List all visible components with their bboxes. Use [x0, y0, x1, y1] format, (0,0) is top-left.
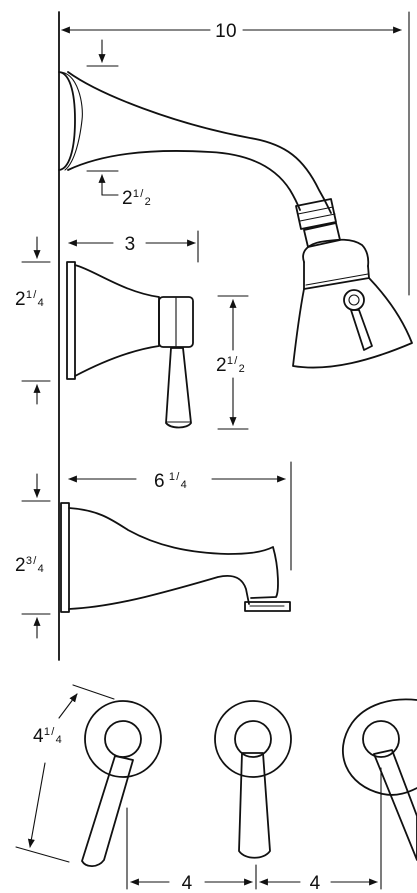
- shower-flange-inner: [58, 71, 83, 171]
- handle-right-lever: [373, 749, 417, 861]
- dim-shower-arm-height-label: 21/2: [122, 188, 151, 209]
- dim-lever-height-label: 21/2: [216, 355, 245, 376]
- handle-left-lever: [81, 755, 134, 868]
- handle-center-escutcheon: [214, 700, 292, 778]
- handle-right-escutcheon: [342, 698, 417, 796]
- shower-arm-bottom: [67, 150, 301, 211]
- shower-head-knob-outer: [343, 289, 365, 311]
- front-handle-center: [214, 700, 292, 859]
- shower-head-cap: [302, 238, 370, 267]
- dim-escutcheon-top-arrow: [58, 693, 78, 719]
- dim-escutcheon-bottom-ext: [15, 846, 70, 863]
- valve-handle-lever: [165, 347, 192, 429]
- valve-trim-assembly: [66, 261, 194, 429]
- tub-spout-assembly: [60, 502, 291, 613]
- dim-shower-arm-label: 10: [215, 21, 237, 42]
- shower-head-body: [303, 261, 370, 290]
- dim-valve-height-label: 21/4: [15, 289, 44, 310]
- tub-spout-bottom: [68, 575, 250, 610]
- dim-spout-height-label: 23/4: [15, 555, 44, 576]
- shower-head-band: [305, 273, 369, 286]
- handle-center-hub: [234, 720, 272, 758]
- dim-escutcheon-top-ext: [72, 684, 115, 700]
- handle-right-hub: [362, 720, 400, 758]
- handle-left-hub: [104, 720, 142, 758]
- front-handle-left: [81, 700, 162, 868]
- shower-assembly: [58, 71, 413, 369]
- shower-joint-ring-2: [299, 213, 336, 222]
- front-handle-right: [342, 698, 417, 861]
- handle-center-lever: [238, 752, 271, 859]
- tub-spout-top: [68, 507, 279, 599]
- tub-spout-escutcheon: [60, 502, 70, 613]
- valve-handle-hub: [158, 296, 194, 348]
- shower-flange: [58, 71, 76, 171]
- dim-spacing-right-label: 4: [310, 873, 321, 893]
- valve-trim-body: [74, 264, 160, 377]
- handle-left-escutcheon: [84, 700, 162, 778]
- shower-joint-ring-1: [297, 206, 334, 215]
- shower-head-face: [292, 277, 413, 369]
- dim-spacing-left-label: 4: [182, 873, 193, 893]
- valve-escutcheon: [66, 261, 76, 380]
- dim-valve-depth-label: 3: [125, 234, 136, 255]
- shower-arm-top: [67, 71, 332, 214]
- shower-ball-joint: [295, 198, 337, 230]
- shower-head-lever: [350, 309, 373, 351]
- dim-escutcheon-label: 41/4: [33, 726, 62, 747]
- dim-escutcheon-bottom-arrow: [27, 762, 46, 848]
- shower-head-knob-inner: [348, 294, 360, 306]
- tub-spout-aerator: [244, 601, 291, 612]
